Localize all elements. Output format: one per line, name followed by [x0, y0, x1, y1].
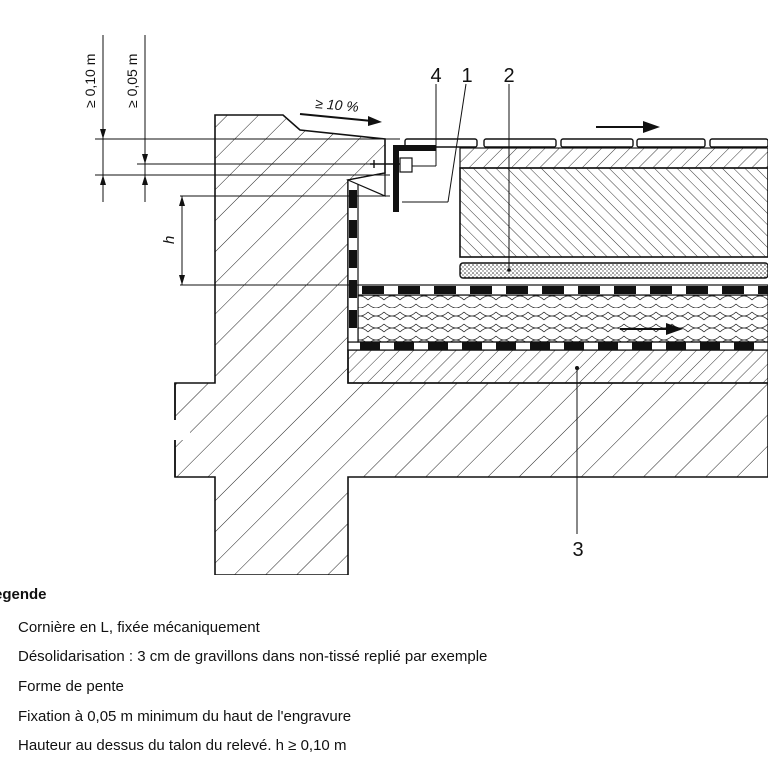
dim-label-010: ≥ 0,10 m: [82, 54, 98, 108]
callout-1: 1: [461, 65, 472, 87]
dimension-lines: [95, 35, 400, 286]
legend-title: egende: [0, 586, 47, 603]
dim-label-h: h: [161, 236, 178, 244]
gravel-layer: [459, 262, 768, 279]
tiles: [404, 138, 768, 148]
fixing-screw: [370, 160, 400, 168]
leader-dot-3: [575, 366, 579, 370]
callout-2: 2: [503, 65, 514, 87]
sealant-bead: [345, 172, 386, 197]
dimension-arrowheads: [100, 129, 185, 285]
leader-dot-2: [507, 268, 511, 272]
legend-item: Hauteur au dessus du talon du relevé. h …: [18, 737, 347, 754]
protection-slab: [459, 167, 768, 258]
legend: egende Cornière en L, fixée mécaniquemen…: [0, 582, 768, 768]
dim-label-005: ≥ 0,05 m: [124, 54, 140, 108]
flow-arrows: [299, 113, 683, 335]
slope-label: ≥ 10 %: [315, 95, 360, 115]
fixing-plate: [399, 157, 413, 173]
slope-screed-layer: [347, 349, 768, 384]
legend-item: Fixation à 0,05 m minimum du haut de l'e…: [18, 708, 352, 725]
callout-3: 3: [572, 539, 583, 561]
bedding-layer: [459, 147, 768, 169]
legend-item: Désolidarisation : 3 cm de gravillons da…: [18, 648, 488, 665]
callout-4: 4: [430, 65, 441, 87]
legend-item: Cornière en L, fixée mécaniquement: [18, 619, 260, 636]
legend-item: Forme de pente: [18, 678, 124, 695]
insulation-layer: [357, 294, 768, 343]
leader-lines: [402, 83, 578, 534]
roof-edge-detail-drawing: 4 1 2 3 ≥ 10 % ≥ 0,10 m ≥ 0,05 m h: [82, 35, 768, 575]
l-angle-profile: [393, 145, 436, 212]
